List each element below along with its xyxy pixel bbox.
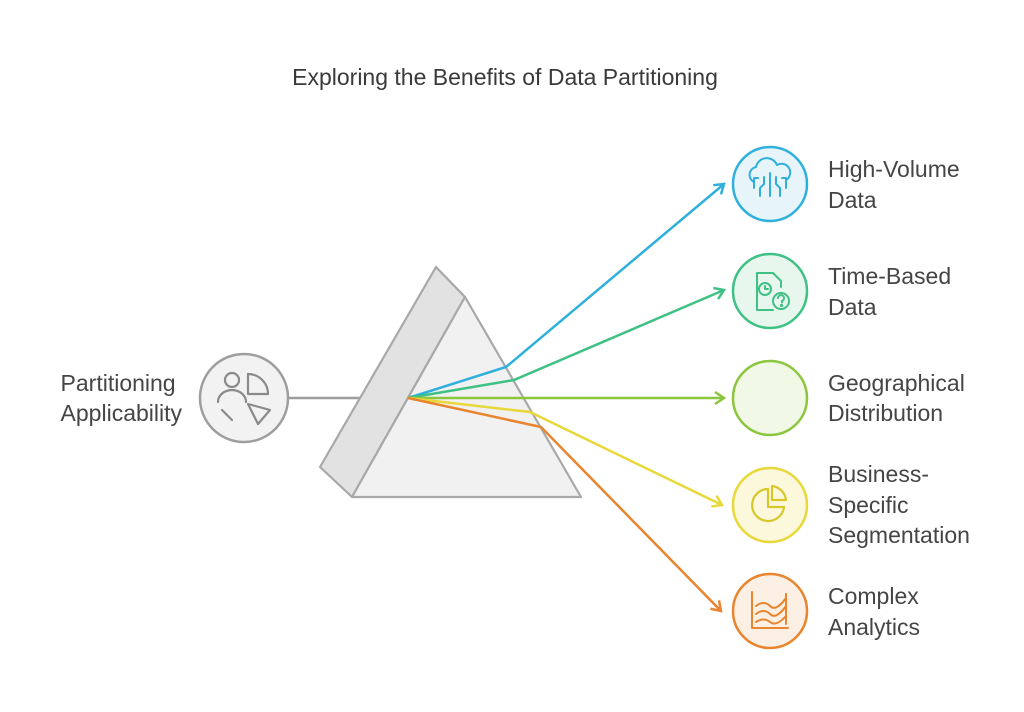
people-pie-chart-icon [216,371,272,426]
output-label-line: Geographical [828,370,965,396]
prism [318,265,583,499]
output-label: Geographical Distribution [828,370,971,426]
output-node-geographical-distribution[interactable]: Geographical Distribution [731,359,971,437]
output-label-line: Segmentation [828,522,970,548]
output-label: Business- Specific Segmentation [828,461,970,548]
output-label-line: Complex [828,583,919,609]
source-label: Partitioning Applicability [61,370,183,426]
output-circle [731,572,809,650]
ray-business-specific-segmentation [407,396,722,505]
line-chart-icon [751,591,789,629]
output-label-line: Distribution [828,400,943,426]
page-title: Exploring the Benefits of Data Partition… [292,64,718,90]
rays [407,184,724,611]
output-circle [731,466,809,544]
source-label-line: Partitioning [61,370,176,396]
document-clock-question-icon [756,272,790,311]
output-label: Time-Based Data [828,263,958,320]
output-node-time-based-data[interactable]: Time-Based Data [731,252,958,330]
output-label-line: Business- [828,461,929,487]
output-label-line: Data [828,187,877,213]
cloud-circuit-icon [748,157,792,197]
output-label: Complex Analytics [828,583,925,640]
ray-complex-analytics [407,396,721,611]
ray-time-based-data [407,290,724,400]
output-label-line: Analytics [828,614,920,640]
ray-high-volume-data [407,184,724,400]
output-label-line: Data [828,294,877,320]
output-circle [731,359,809,437]
output-label-line: Time-Based [828,263,951,289]
source-circle [198,352,290,444]
pie-chart-icon [751,484,788,523]
output-node-complex-analytics[interactable]: Complex Analytics [731,572,925,650]
output-label-line: Specific [828,492,909,518]
output-node-business-specific-segmentation[interactable]: Business- Specific Segmentation [731,461,970,548]
output-node-high-volume-data[interactable]: High-Volume Data [731,145,966,223]
source-node[interactable] [198,352,290,444]
output-label: High-Volume Data [828,156,966,213]
output-label-line: High-Volume [828,156,960,182]
source-label-line: Applicability [61,400,183,426]
